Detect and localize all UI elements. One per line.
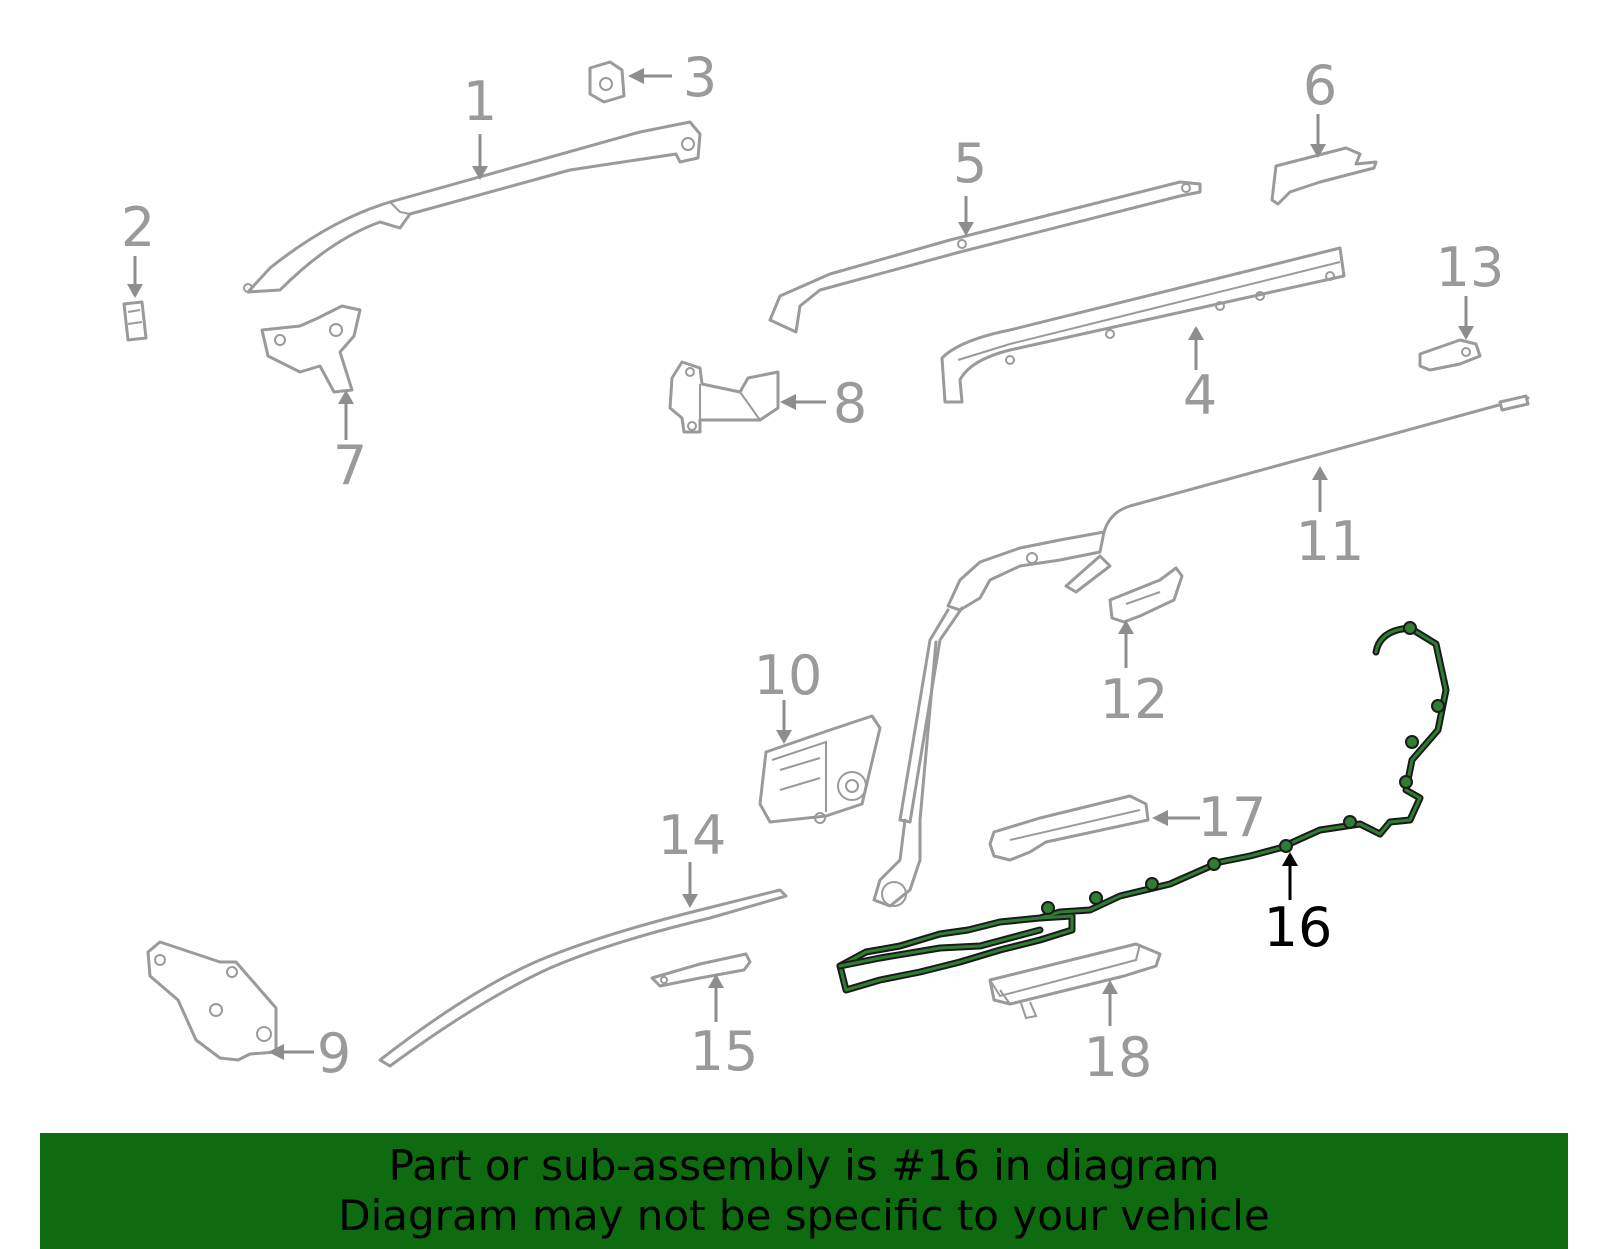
callout-16: 16 (1264, 896, 1333, 959)
part-2-clip[interactable] (122, 300, 148, 342)
callout-11: 11 (1296, 510, 1365, 573)
part-3-block[interactable] (588, 60, 626, 104)
parts-diagram: 1 2 3 4 5 6 7 8 9 10 11 12 13 14 15 16 1… (121, 46, 1530, 1089)
callout-8: 8 (833, 372, 867, 435)
part-6-bracket[interactable] (1270, 146, 1378, 206)
callout-15: 15 (690, 1020, 759, 1083)
part-8-bracket[interactable] (668, 360, 780, 434)
callout-13: 13 (1436, 236, 1505, 299)
part-1-rail[interactable] (243, 120, 702, 294)
callout-2: 2 (121, 196, 155, 259)
part-16-harness[interactable] (836, 621, 1450, 994)
part-18-tray[interactable] (988, 942, 1162, 1020)
callout-14: 14 (658, 804, 727, 867)
callout-5: 5 (953, 132, 987, 195)
part-11-cable[interactable] (872, 394, 1530, 908)
callout-labels: 1 2 3 4 5 6 7 8 9 10 11 12 13 14 15 16 1… (121, 46, 1505, 1089)
callout-4: 4 (1183, 364, 1217, 427)
callout-18: 18 (1084, 1026, 1153, 1089)
callout-6: 6 (1303, 54, 1337, 117)
part-9-bracket[interactable] (146, 940, 278, 1062)
part-17-bracket[interactable] (988, 794, 1150, 862)
part-13-clip[interactable] (1418, 338, 1482, 372)
part-14-strip[interactable] (378, 888, 788, 1068)
callout-7: 7 (333, 434, 367, 497)
part-7-bracket[interactable] (260, 304, 362, 394)
part-12-clip[interactable] (1108, 566, 1184, 624)
banner-line-2: Diagram may not be specific to your vehi… (338, 1191, 1270, 1240)
part-15-bracket[interactable] (650, 952, 752, 988)
part-4-track[interactable] (940, 246, 1346, 404)
callout-9: 9 (317, 1022, 351, 1085)
banner-line-1: Part or sub-assembly is #16 in diagram (388, 1141, 1220, 1190)
callout-10: 10 (754, 644, 823, 707)
callout-3: 3 (683, 46, 717, 109)
callout-12: 12 (1100, 668, 1169, 731)
callout-17: 17 (1198, 786, 1267, 849)
part-5-rail[interactable] (768, 180, 1202, 334)
callout-arrows (127, 68, 1474, 1060)
part-10-motor[interactable] (758, 714, 882, 824)
info-banner: Part or sub-assembly is #16 in diagram D… (40, 1133, 1568, 1249)
callout-1: 1 (463, 70, 497, 133)
